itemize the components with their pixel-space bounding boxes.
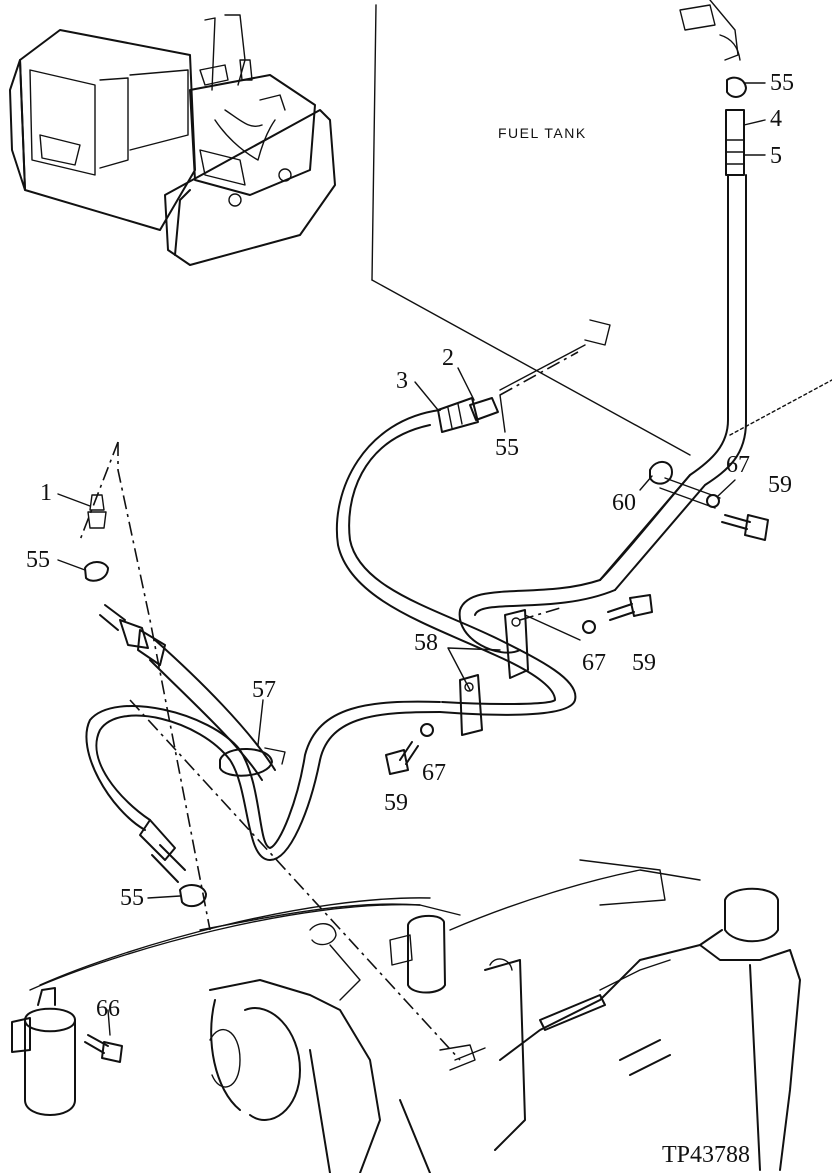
- callout-55-top: 55: [770, 70, 794, 96]
- bolts-59: [385, 514, 769, 775]
- callout-59-right: 59: [768, 472, 792, 498]
- engine-area: [29, 859, 801, 1173]
- callout-57: 57: [252, 677, 276, 703]
- return-hose: [599, 0, 747, 591]
- routing-lines: [79, 351, 579, 1061]
- callout-59-mid: 59: [632, 650, 656, 676]
- clamp-60: [649, 461, 721, 509]
- callout-67-right: 67: [726, 452, 750, 478]
- leader-lines: [57, 119, 766, 1036]
- callout-66: 66: [96, 996, 120, 1022]
- figure-id: TP43788: [662, 1142, 750, 1168]
- fuel-tank-label: FUEL TANK: [498, 125, 587, 141]
- fuel-tank-outline: FUEL TANK: [371, 4, 832, 456]
- callout-2: 2: [442, 345, 454, 371]
- callout-67-low: 67: [422, 760, 446, 786]
- excavator-inset: [9, 14, 336, 266]
- callout-60: 60: [612, 490, 636, 516]
- callout-55-mid: 55: [495, 435, 519, 461]
- callout-59-low: 59: [384, 790, 408, 816]
- callout-4: 4: [770, 106, 782, 132]
- callout-55-left: 55: [26, 547, 50, 573]
- callout-1: 1: [40, 480, 52, 506]
- callouts: 1 2 3 4 5 55 55 55 55 57 58 59 59 59 60 …: [26, 70, 794, 1022]
- supply-hose: [335, 397, 577, 716]
- hose-loop: [85, 579, 616, 861]
- callout-58: 58: [414, 630, 438, 656]
- clamp-57: [219, 747, 286, 777]
- fuel-filter: [11, 987, 123, 1116]
- clamps-58: [420, 609, 596, 737]
- left-hose: [84, 494, 276, 908]
- callout-67-mid: 67: [582, 650, 606, 676]
- callout-55-bottom: 55: [120, 885, 144, 911]
- callout-3: 3: [396, 368, 408, 394]
- callout-5: 5: [770, 143, 782, 169]
